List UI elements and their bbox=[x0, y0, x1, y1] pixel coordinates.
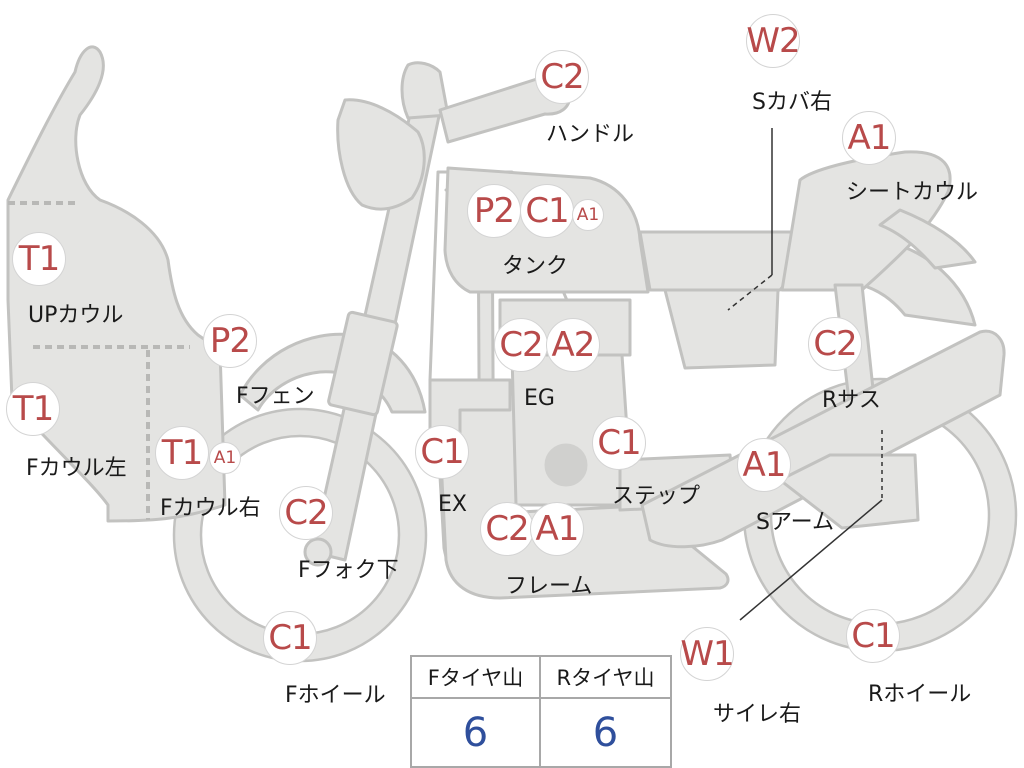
step-code-1: C1 bbox=[592, 416, 646, 470]
tank-code-3: A1 bbox=[572, 199, 604, 231]
tank-label: タンク bbox=[502, 254, 569, 279]
up-cowl-code-1: T1 bbox=[12, 232, 66, 286]
rear-suspension-code-1: C2 bbox=[808, 317, 862, 371]
f-wheel-code-1: C1 bbox=[263, 611, 317, 665]
handle-code-1: C2 bbox=[535, 50, 589, 104]
rear-suspension-label: Rサス bbox=[822, 388, 881, 413]
rear-tread-value: 6 bbox=[592, 709, 619, 756]
f-fork-lower-code-1: C2 bbox=[279, 486, 333, 540]
r-wheel-code-1: C1 bbox=[846, 609, 900, 663]
engine-label: EG bbox=[524, 386, 555, 411]
tank-code-1: P2 bbox=[467, 184, 521, 238]
f-cowl-right-code-1: T1 bbox=[155, 426, 209, 480]
up-cowl-label: UPカウル bbox=[28, 303, 124, 328]
engine-code-2: A2 bbox=[546, 318, 600, 372]
engine-code-1: C2 bbox=[494, 318, 548, 372]
f-cowl-right-code-2: A1 bbox=[209, 442, 241, 474]
handle-label: ハンドル bbox=[546, 122, 635, 147]
fairing-shape bbox=[6, 45, 227, 523]
f-fork-lower-label: Fフォク下 bbox=[298, 558, 399, 583]
silencer-right-label: サイレ右 bbox=[713, 702, 802, 727]
silencer-right-code-1: W1 bbox=[680, 627, 735, 681]
frame-code-1: C2 bbox=[480, 502, 534, 556]
seat-cowl-code-1: A1 bbox=[842, 111, 896, 165]
frame-code-2: A1 bbox=[530, 502, 584, 556]
seat-cowl-label: シートカウル bbox=[846, 180, 979, 205]
seat-cowl-shape bbox=[780, 150, 952, 292]
front-tread-header: Fタイヤ山 bbox=[412, 657, 541, 699]
f-fender-code-1: P2 bbox=[203, 314, 257, 368]
swing-arm-label: Sアーム bbox=[756, 510, 834, 535]
exhaust-label: EX bbox=[438, 492, 467, 517]
front-tread-value: 6 bbox=[412, 699, 541, 766]
side-cover-right-label: Sカバ右 bbox=[752, 90, 832, 115]
f-wheel-label: Fホイール bbox=[285, 683, 386, 708]
r-wheel-label: Rホイール bbox=[868, 682, 972, 707]
tire-tread-table: Fタイヤ山 Rタイヤ山 6 6 bbox=[410, 655, 672, 768]
step-label: ステップ bbox=[612, 484, 701, 509]
f-cowl-left-label: Fカウル左 bbox=[26, 456, 127, 481]
side-cover-right-code-1: W2 bbox=[746, 14, 801, 68]
f-cowl-right-label: Fカウル右 bbox=[160, 496, 261, 521]
swing-arm-code-1: A1 bbox=[737, 438, 791, 492]
exhaust-code-1: C1 bbox=[415, 425, 469, 479]
tank-code-2: C1 bbox=[520, 184, 574, 238]
f-cowl-left-code-1: T1 bbox=[6, 382, 60, 436]
f-fender-label: Fフェン bbox=[236, 384, 315, 409]
rear-tread-header: Rタイヤ山 bbox=[541, 657, 670, 699]
frame-label: フレーム bbox=[505, 574, 593, 599]
